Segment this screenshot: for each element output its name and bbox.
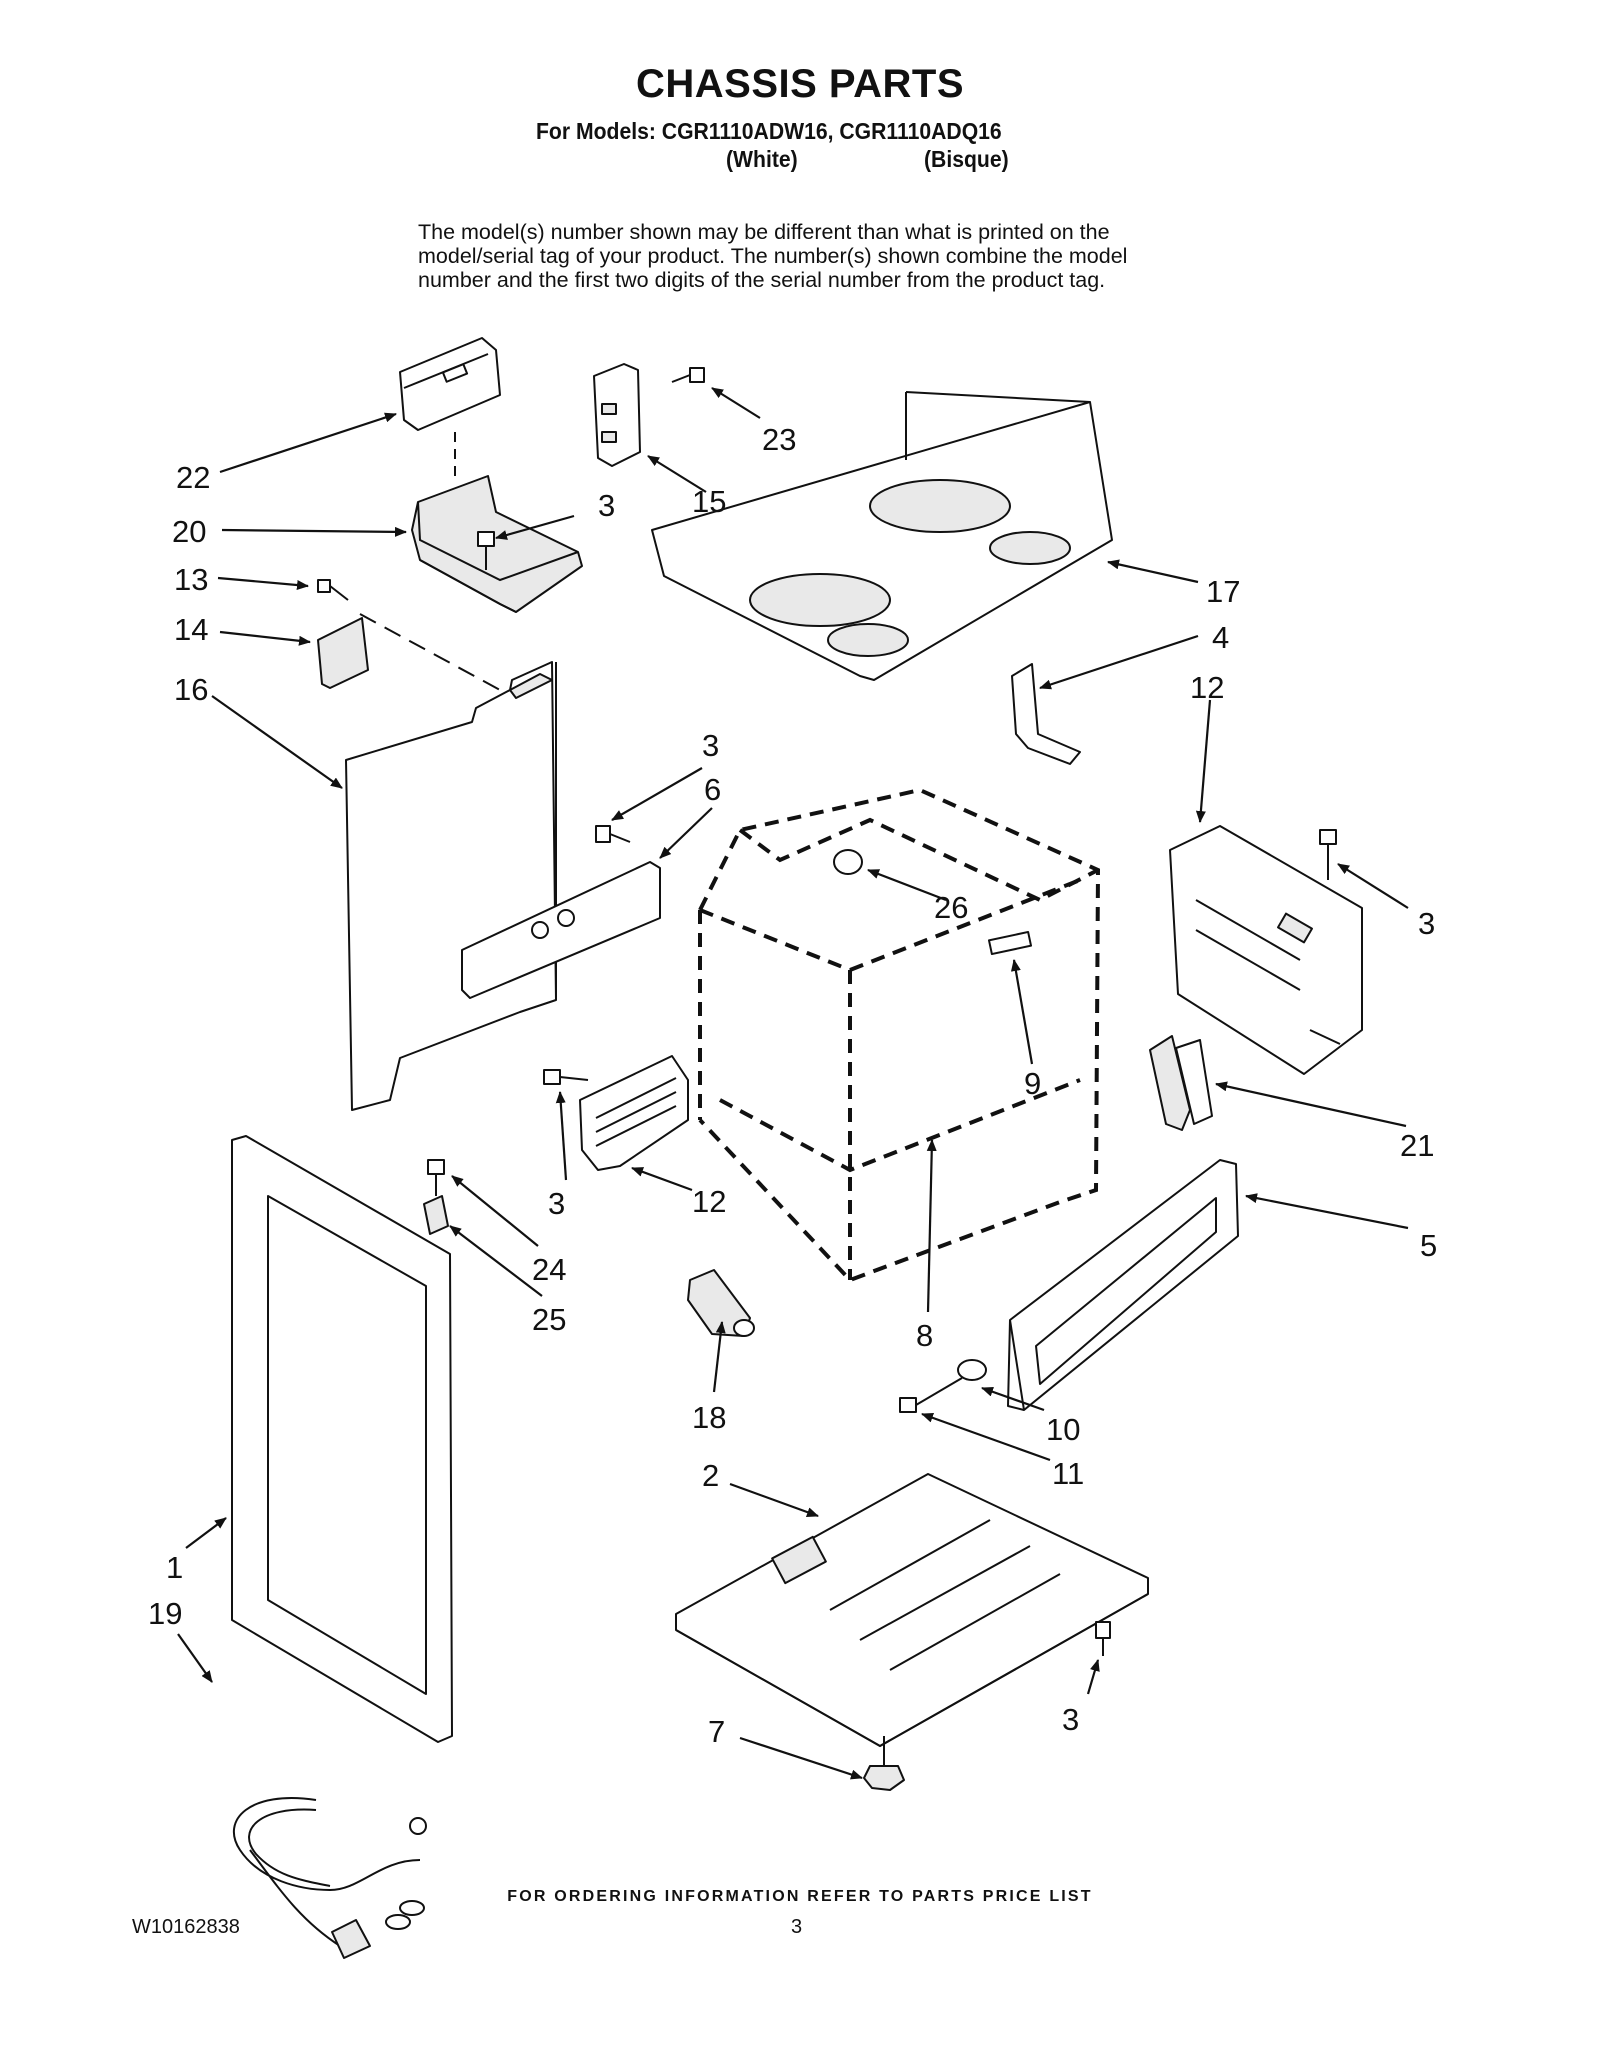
screw-3e [1095,1621,1111,1656]
callout-5: 5 [1420,1228,1437,1263]
callout-labels: 22 20 3 13 14 16 15 23 17 4 12 3 6 26 3 … [148,422,1437,1749]
callout-20: 20 [172,514,206,549]
part-26-plug [833,849,863,875]
callout-23: 23 [762,422,796,457]
callout-25: 25 [532,1302,566,1337]
color-bisque-label: (Bisque) [924,146,1009,172]
callout-17: 17 [1206,574,1240,609]
part-23-screw [671,367,705,383]
callout-14: 14 [174,612,208,647]
leader-lines [177,387,1409,1780]
callout-19: 19 [148,1596,182,1631]
callout-22: 22 [176,460,210,495]
part-4-bracket [1011,663,1081,765]
callout-10: 10 [1046,1412,1080,1447]
callout-15: 15 [692,484,726,519]
part-14-clip [317,613,501,691]
screw-3d [543,1069,589,1085]
part-10-washer [957,1359,987,1381]
callout-1: 1 [166,1550,183,1585]
part-21-clip [1149,1035,1213,1131]
callout-18: 18 [692,1400,726,1435]
part-19-power-cord [232,1797,427,1959]
part-6-brace [461,861,661,999]
disclaimer-line: number and the first two digits of the s… [418,268,1106,292]
part-24-screw [427,1159,445,1196]
callout-11: 11 [1052,1456,1084,1491]
part-20-panel-support [411,475,583,613]
callout-4: 4 [1212,620,1229,655]
part-7-leveling-leg [863,1736,905,1791]
callout-7: 7 [708,1714,725,1749]
disclaimer: The model(s) number shown may be differe… [418,220,1258,292]
ordering-note: FOR ORDERING INFORMATION REFER TO PARTS … [507,1888,1093,1905]
part-8-oven-cavity [698,787,1101,1283]
document-number: W10162838 [132,1916,240,1938]
callout-12: 12 [692,1184,726,1219]
callout-12: 12 [1190,670,1224,705]
part-17-main-top [651,391,1113,681]
models-line: For Models: CGR1110ADW16, CGR1110ADQ16 [536,118,1002,144]
part-1-front-frame [231,1135,453,1743]
part-25-clip [423,1195,449,1235]
part-11-screw [899,1377,963,1413]
callout-9: 9 [1024,1066,1041,1101]
color-white-label: (White) [726,146,798,172]
callout-3: 3 [702,728,719,763]
callout-6: 6 [704,772,721,807]
callout-13: 13 [174,562,208,597]
part-12-shield-left [579,1055,689,1171]
part-15-terminal-block [593,363,641,467]
callout-21: 21 [1400,1128,1434,1163]
part-2-base-pan [675,1473,1149,1748]
disclaimer-line: model/serial tag of your product. The nu… [418,244,1128,268]
page-title: CHASSIS PARTS [635,62,965,106]
callout-2: 2 [702,1458,719,1493]
part-5-drawer [1007,1159,1239,1411]
screw-3b [595,825,631,843]
part-9-label [987,930,1033,956]
callout-24: 24 [532,1252,566,1287]
callout-16: 16 [174,672,208,707]
part-22-console-bracket [399,337,501,480]
screw-3a [477,531,495,570]
callout-3: 3 [1418,906,1435,941]
callout-3: 3 [548,1186,565,1221]
callout-26: 26 [934,890,968,925]
callout-8: 8 [916,1318,933,1353]
disclaimer-line: The model(s) number shown may be differe… [418,220,1110,244]
part-13-screw [317,579,349,601]
part-18-switch [687,1269,755,1337]
page-number: 3 [791,1916,803,1938]
part-12-rear-panel-right [1169,825,1363,1075]
part-16-side-panel [345,661,557,1111]
callout-3: 3 [598,488,615,523]
callout-3: 3 [1062,1702,1079,1737]
screw-3c [1319,829,1337,880]
